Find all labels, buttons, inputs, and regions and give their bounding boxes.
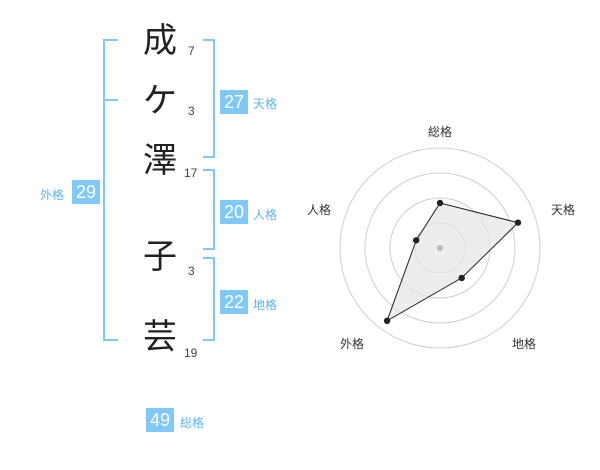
radar-label-jinkaku: 人格: [307, 203, 332, 217]
radar-area: [386, 202, 519, 322]
tenkaku-label: 天格: [253, 97, 278, 111]
jinkaku-bracket: [203, 169, 215, 250]
jinkaku-value: 20: [220, 200, 248, 224]
radar-point-5: [413, 237, 420, 244]
stroke-count-3: 17: [184, 166, 198, 180]
radar-point-4: [383, 317, 391, 325]
chikaku-bracket: [203, 257, 215, 341]
name-char-4: 子: [143, 237, 177, 277]
radar-point-3: [458, 274, 465, 282]
radar-point-1: [436, 199, 444, 207]
stroke-count-4: 3: [188, 264, 195, 278]
radar-label-tenkaku: 天格: [551, 203, 576, 217]
name-char-2: ケ: [143, 81, 177, 121]
radar-label-soukaku: 総格: [428, 125, 453, 139]
radar-center: [437, 245, 443, 251]
jinkaku-label: 人格: [253, 208, 278, 222]
radar-ring-3: [364, 172, 516, 324]
soukaku-label: 総格: [180, 416, 205, 430]
stroke-count-1: 7: [188, 44, 195, 58]
radar-label-chikaku: 地格: [512, 337, 537, 351]
name-char-3: 澤: [143, 141, 177, 181]
stroke-count-5: 19: [184, 346, 198, 360]
tenkaku-value: 27: [220, 90, 248, 114]
chikaku-label: 地格: [253, 298, 278, 312]
radar-label-gaikaku: 外格: [340, 337, 365, 351]
radar-point-2: [514, 219, 522, 226]
radar-ring-4: [339, 147, 541, 349]
gaikaku-bracket: [103, 39, 118, 341]
name-char-1: 成: [143, 21, 177, 61]
gaikaku-label: 外格: [40, 188, 65, 202]
chikaku-value: 22: [220, 290, 248, 314]
soukaku-value: 49: [146, 408, 174, 432]
gaikaku-value: 29: [72, 180, 100, 204]
tenkaku-bracket: [203, 39, 215, 158]
stroke-count-2: 3: [188, 104, 195, 118]
name-char-5: 芸: [143, 317, 177, 357]
